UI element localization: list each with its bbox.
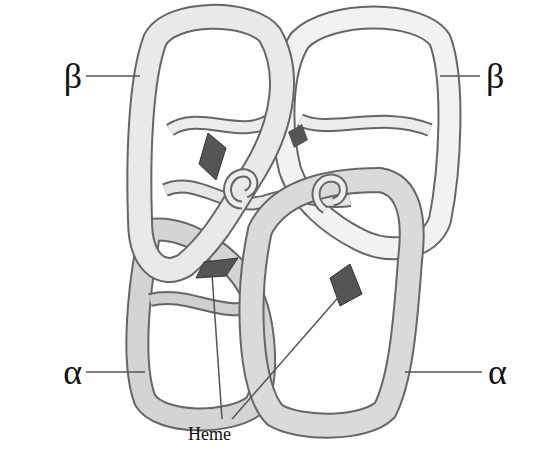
front-subunits: [139, 17, 411, 426]
heme-groups: [196, 133, 362, 306]
leader-lines: [86, 76, 482, 419]
heme-group: [288, 124, 308, 148]
subunit-label: β: [486, 58, 504, 94]
subunit-label: α: [63, 354, 82, 390]
helix-curls: [227, 173, 343, 210]
subunit-label: β: [64, 58, 82, 94]
heme-label: Heme: [188, 425, 231, 443]
inner-helices: [150, 120, 430, 309]
subunit-label: α: [488, 354, 507, 390]
